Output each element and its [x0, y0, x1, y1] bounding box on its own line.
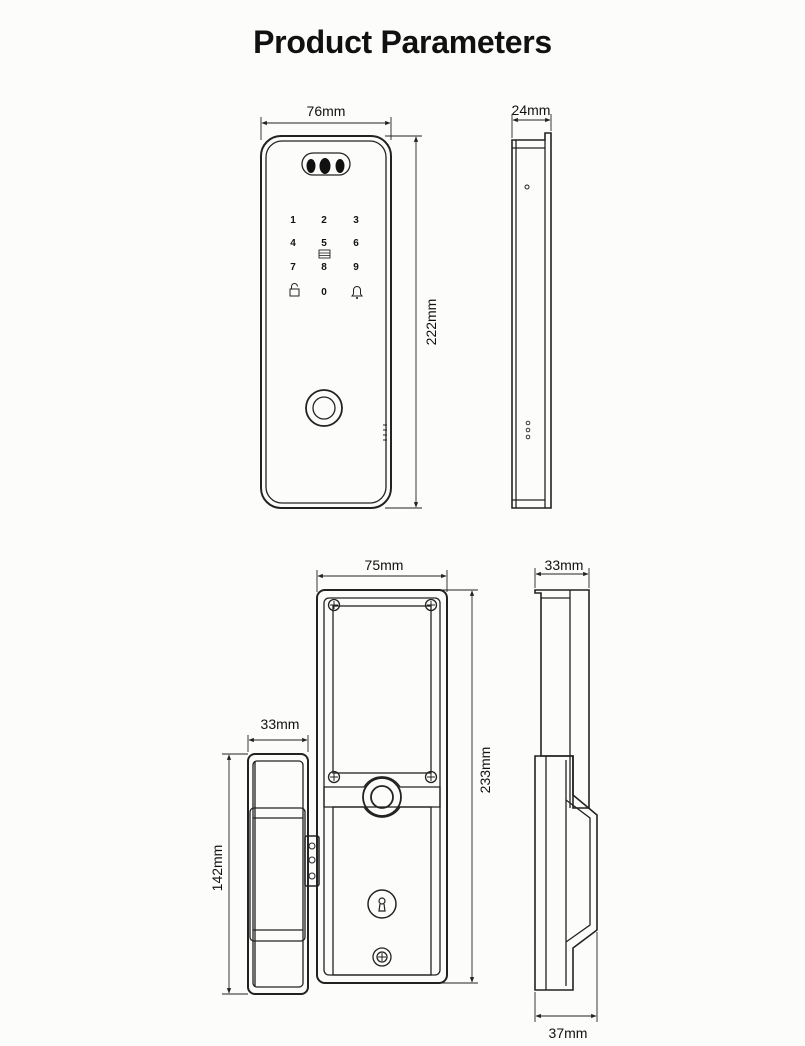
side-thickness-dimension [511, 114, 552, 138]
keyhole-icon [367, 889, 397, 919]
camera-icon [301, 152, 351, 176]
front-height-dimension [385, 135, 422, 509]
key-6: 6 [353, 238, 359, 249]
lock-icon [289, 283, 300, 297]
side-thickness-label: 24mm [512, 102, 551, 118]
side-bottom-dimension [534, 932, 598, 1022]
back-panel [316, 589, 448, 984]
key-8: 8 [321, 262, 327, 273]
side-top-label: 33mm [545, 557, 584, 573]
key-7: 7 [290, 262, 296, 273]
handle [247, 753, 309, 995]
handle-height-label: 142mm [209, 845, 225, 892]
key-4: 4 [290, 238, 296, 249]
keypad: 1 2 3 4 5 6 7 8 9 0 [290, 215, 359, 298]
front-panel [260, 135, 392, 509]
front-width-label: 76mm [307, 103, 346, 119]
card-reader-icon [318, 249, 331, 259]
back-height-label: 233mm [477, 747, 493, 794]
key-1: 1 [290, 215, 296, 226]
key-9: 9 [353, 262, 359, 273]
back-width-label: 75mm [365, 557, 404, 573]
hinge-plate [304, 835, 320, 887]
side-bottom-label: 37mm [549, 1025, 588, 1041]
key-3: 3 [353, 215, 359, 226]
page-title: Product Parameters [253, 24, 552, 60]
key-2: 2 [321, 215, 327, 226]
side-top-dimension [534, 568, 590, 588]
handle-height-dimension [222, 753, 248, 995]
key-5: 5 [321, 238, 327, 249]
back-width-dimension [316, 570, 448, 592]
key-0: 0 [321, 287, 327, 298]
side-profile-bottom [534, 589, 598, 991]
back-height-dimension [440, 589, 478, 984]
doorbell-icon [351, 286, 363, 299]
handle-width-dimension [247, 735, 309, 752]
screw-icon [327, 598, 438, 967]
front-height-label: 222mm [423, 299, 439, 346]
side-profile-top [511, 132, 552, 509]
spindle-icon [362, 777, 402, 817]
handle-width-label: 33mm [261, 716, 300, 732]
fingerprint-sensor-icon [305, 389, 343, 427]
